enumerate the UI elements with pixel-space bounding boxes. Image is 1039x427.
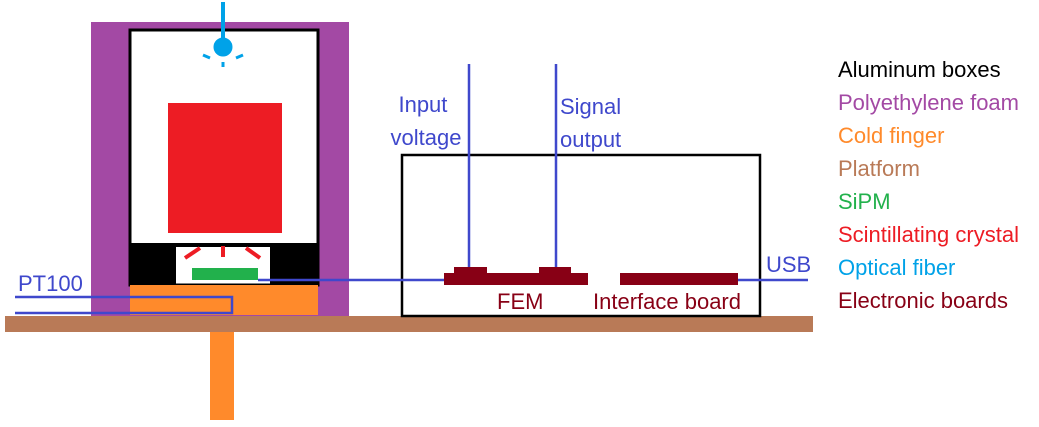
usb-label: USB [766,252,811,277]
signal-output-line1: Signal [560,94,621,119]
fem-board [444,273,588,285]
legend-item: Cold finger [838,123,944,148]
legend-item: Scintillating crystal [838,222,1019,247]
aluminum-base-top [130,243,318,247]
signal-output-line2: output [560,127,621,152]
legend-item: Polyethylene foam [838,90,1019,115]
sipm [192,268,258,280]
fem-connector-1 [454,267,487,275]
platform [5,316,813,332]
electronic-boards [444,267,738,285]
legend-item: SiPM [838,189,891,214]
wires [15,64,808,315]
aluminum-box-electronics [400,153,762,318]
input-voltage-line2: voltage [391,125,462,150]
pt100-label: PT100 [18,271,83,296]
legend-item: Platform [838,156,920,181]
legend-item: Aluminum boxes [838,57,1001,82]
aluminum-base-left [130,243,176,285]
signal-output-label: Signal output [560,94,627,152]
cold-finger-stem [210,330,234,420]
pt100-wire [15,295,234,315]
cold-finger-block [130,285,318,315]
aluminum-base-right [270,243,318,285]
fem-label: FEM [497,289,543,314]
interface-board [620,273,738,285]
legend-item: Electronic boards [838,288,1008,313]
fem-connector-2 [539,267,571,275]
input-voltage-label: Input voltage [391,92,462,150]
legend-item: Optical fiber [838,255,955,280]
optical-fiber [202,2,244,67]
scintillating-crystal [168,103,282,233]
scintillation-rays [183,246,262,260]
interface-board-label: Interface board [593,289,741,314]
input-voltage-line1: Input [398,92,447,117]
